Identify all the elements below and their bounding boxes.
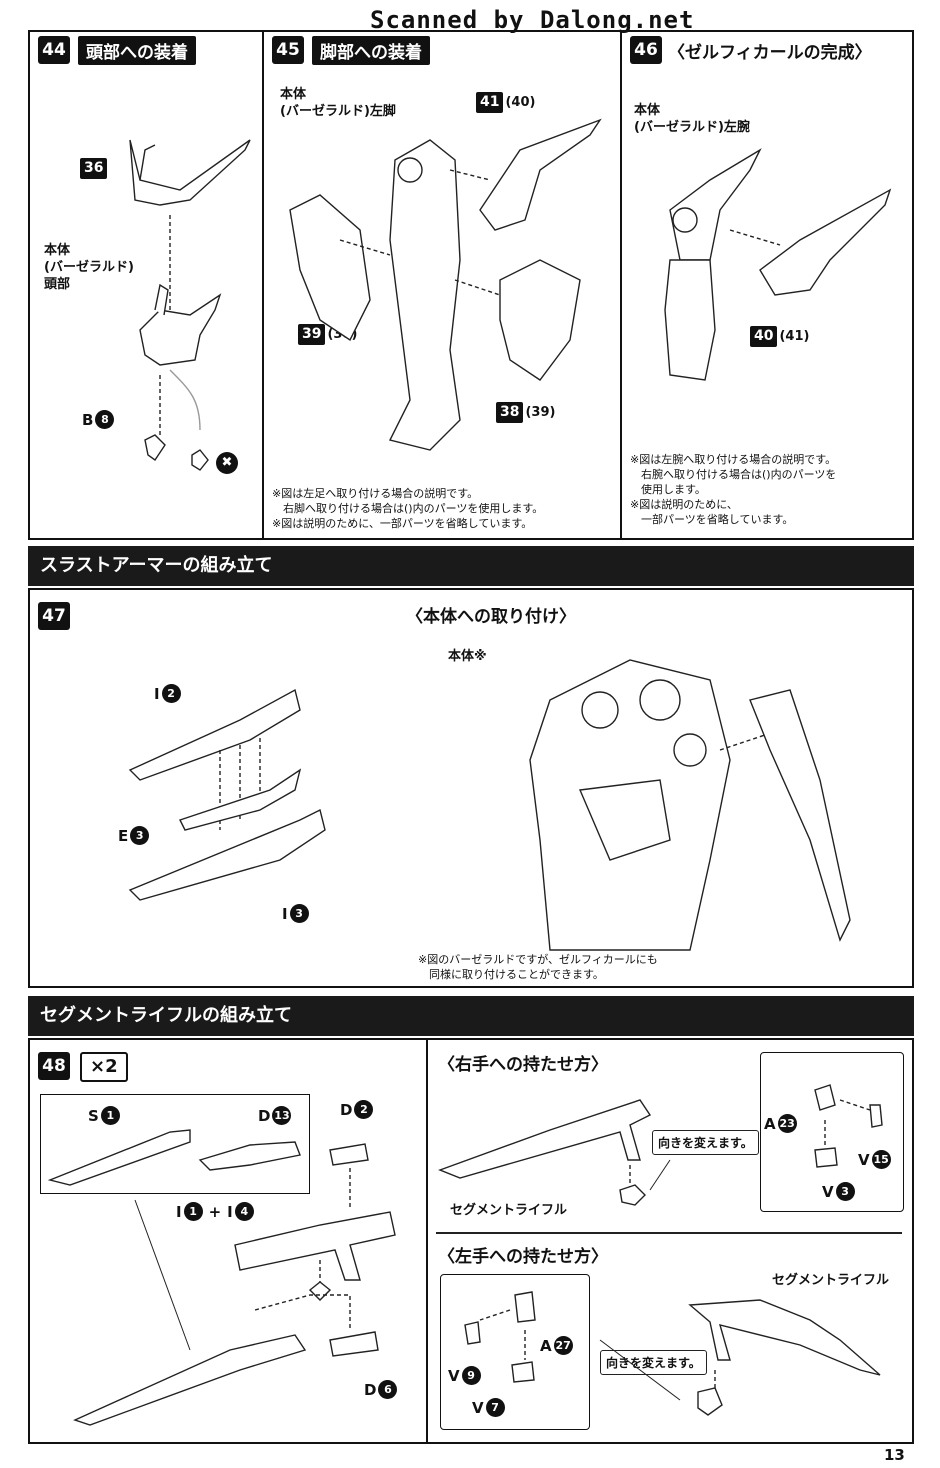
step45-note: ※図は左足へ取り付ける場合の説明です。 右脚へ取り付ける場合は()内のパーツを使… <box>272 487 544 530</box>
leg-diagram <box>289 118 602 451</box>
rifle-assembly-diagram <box>47 1129 396 1426</box>
step47-panel <box>28 588 914 988</box>
part-40-label: 40(41) <box>750 326 809 347</box>
step46-panel <box>620 30 914 540</box>
arm-diagram <box>664 148 892 381</box>
step44-number: 44 <box>38 36 70 64</box>
step48-multiplier: ×2 <box>80 1052 128 1082</box>
left-hand-inset <box>440 1274 590 1430</box>
attach-body-label: 本体※ <box>448 649 487 664</box>
section-thrust-armor-header: スラストアーマーの組み立て <box>28 546 914 586</box>
step44-title: 頭部への装着 <box>78 36 196 65</box>
left-hand-diagram <box>464 1291 881 1416</box>
step45-title: 脚部への装着 <box>312 36 430 65</box>
step45-number: 45 <box>272 36 304 64</box>
hand-divider <box>436 1232 902 1234</box>
step44-body-label: 本体 (バーゼラルド) 頭部 <box>44 243 134 292</box>
thrust-armor-diagram <box>128 688 326 901</box>
watermark: Scanned by Dalong.net <box>370 6 695 34</box>
part-36-label: 36 <box>80 158 108 179</box>
part-38-label: 38(39) <box>496 402 555 423</box>
right-hand-title: 〈右手への持たせ方〉 <box>438 1055 608 1075</box>
step48-number: 48 <box>38 1052 70 1080</box>
step48-inset <box>40 1094 310 1194</box>
left-hand-rifle-label: セグメントライフル <box>772 1273 890 1288</box>
step47-note: ※図のバーゼラルドですが、ゼルフィカールにも 同様に取り付けることができます。 <box>418 953 658 981</box>
attach-title: 〈本体への取り付け〉 <box>406 607 576 627</box>
step47-number: 47 <box>38 602 70 630</box>
left-hand-callout: 向きを変えます。 <box>600 1350 707 1375</box>
step45-body-label: 本体 (バーゼラルド)左脚 <box>280 87 396 119</box>
head-diagram <box>129 139 251 471</box>
right-hand-callout: 向きを変えます。 <box>652 1130 759 1155</box>
step46-note: ※図は左腕へ取り付ける場合の説明です。 右腕へ取り付ける場合は()内のパーツを … <box>630 453 837 526</box>
left-hand-title: 〈左手への持たせ方〉 <box>438 1247 608 1267</box>
step46-body-label: 本体 (バーゼラルド)左腕 <box>634 103 750 135</box>
step46-title: 〈ゼルフィカールの完成〉 <box>668 43 872 63</box>
right-hand-inset <box>760 1052 904 1212</box>
part-41-label: 41(40) <box>476 92 535 113</box>
hand-panel <box>426 1038 914 1444</box>
page-number: 13 <box>884 1446 905 1464</box>
right-hand-diagram <box>438 1084 883 1206</box>
discard-icon: ✖ <box>216 452 238 474</box>
body-attach-diagram <box>529 659 851 951</box>
right-hand-rifle-label: セグメントライフル <box>450 1203 568 1218</box>
section-segment-rifle-header: セグメントライフルの組み立て <box>28 996 914 1036</box>
step46-number: 46 <box>630 36 662 64</box>
